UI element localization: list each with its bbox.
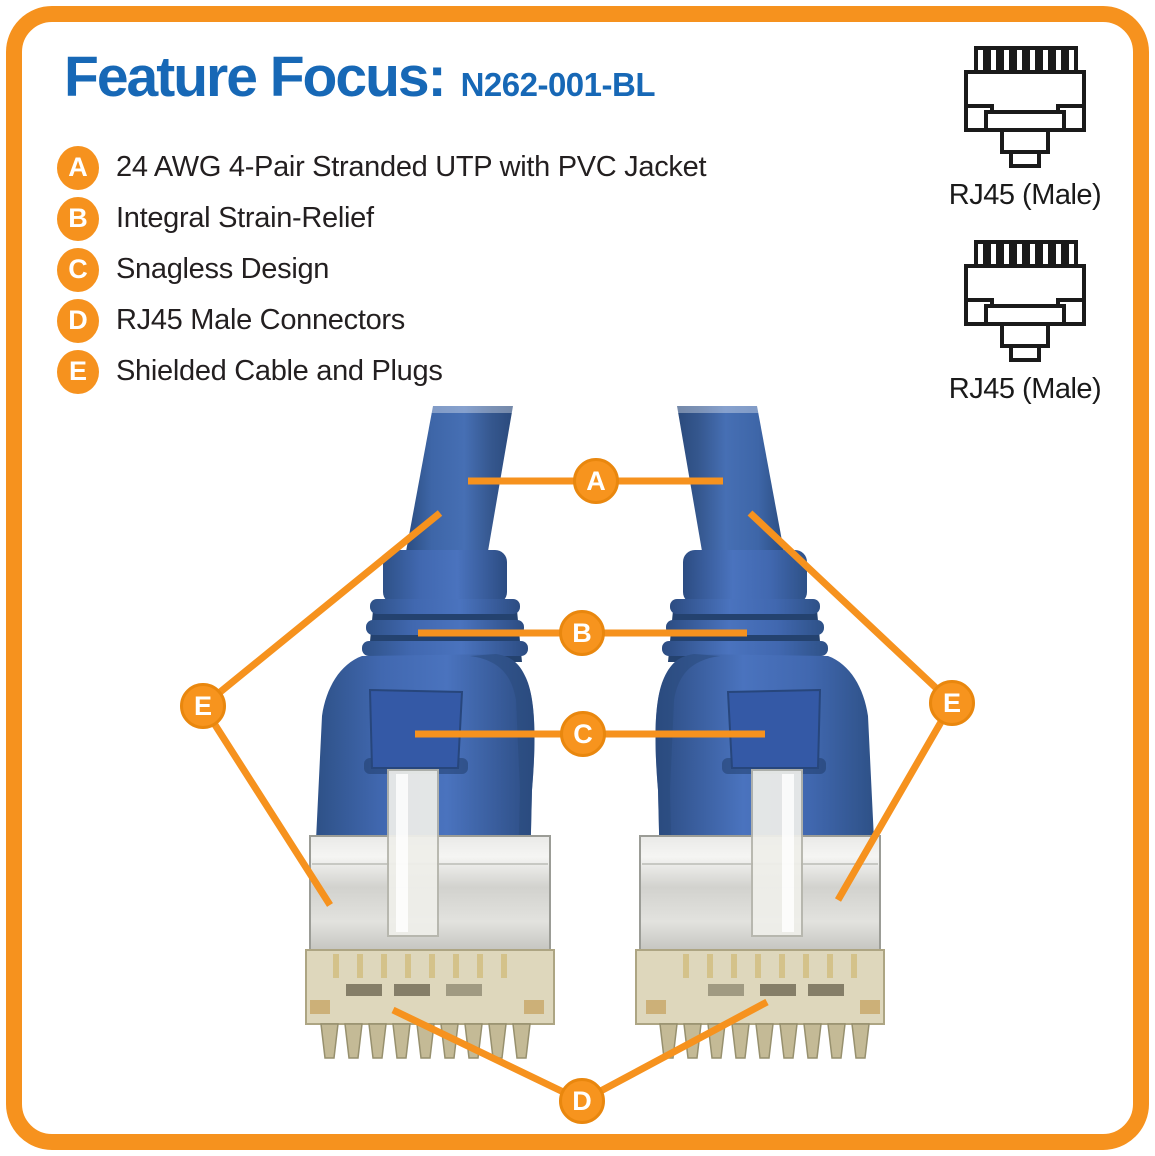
rj45-label-top: RJ45 (Male) [948, 179, 1102, 211]
feature-row: E Shielded Cable and Plugs [57, 346, 706, 397]
rj45-male-icon [964, 46, 1086, 168]
feature-badge-c: C [57, 247, 99, 292]
callout-badge-b: B [559, 610, 605, 656]
feature-row: A 24 AWG 4-Pair Stranded UTP with PVC Ja… [57, 142, 707, 193]
rj45-male-figure-bottom: RJ45 (Male) [935, 238, 1115, 406]
callout-badge-e-left: E [180, 683, 226, 729]
rj45-male-figure-top: RJ45 (Male) [935, 44, 1115, 212]
feature-label: Snagless Design [116, 253, 330, 285]
feature-badge-a: A [57, 145, 99, 190]
callout-badge-c: C [560, 711, 606, 757]
cable-connector-left [306, 400, 554, 1058]
feature-label: Integral Strain-Relief [116, 202, 374, 234]
model-number: N262-001-BL [460, 66, 656, 103]
feature-row: D RJ45 Male Connectors [57, 295, 706, 346]
cable-connector-right [636, 400, 884, 1058]
feature-list: A 24 AWG 4-Pair Stranded UTP with PVC Ja… [57, 142, 707, 397]
feature-label: Shielded Cable and Plugs [116, 355, 443, 387]
feature-badge-b: B [57, 196, 99, 241]
rj45-connector-drawings: RJ45 (Male) RJ45 (Male) [935, 44, 1115, 406]
page-title: Feature Focus: [64, 45, 447, 109]
feature-badge-d: D [57, 298, 99, 343]
feature-label: 24 AWG 4-Pair Stranded UTP with PVC Jack… [116, 151, 707, 183]
feature-row: C Snagless Design [57, 244, 706, 295]
header: Feature Focus: N262-001-BL [64, 44, 656, 110]
callout-badge-e-right: E [929, 680, 975, 726]
rj45-male-icon [964, 240, 1086, 362]
callout-badge-a: A [573, 458, 619, 504]
rj45-label-bottom: RJ45 (Male) [948, 373, 1102, 405]
feature-badge-e: E [57, 349, 99, 394]
callout-badge-d: D [559, 1078, 605, 1124]
feature-label: RJ45 Male Connectors [116, 304, 405, 336]
feature-row: B Integral Strain-Relief [57, 193, 706, 244]
